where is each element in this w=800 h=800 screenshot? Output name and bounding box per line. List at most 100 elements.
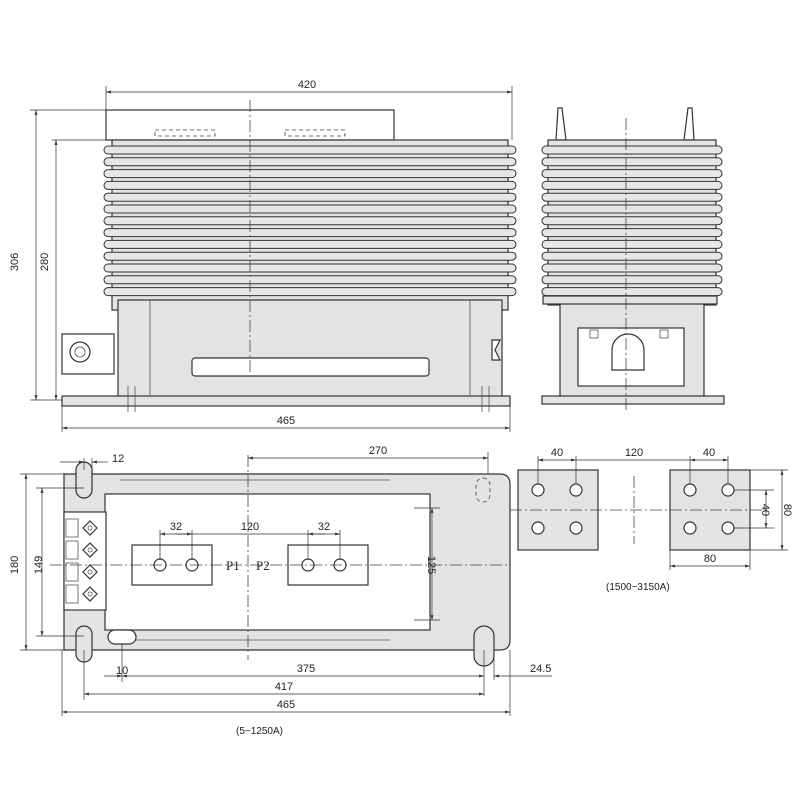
dim-label-120-detail: 120 xyxy=(625,447,643,459)
terminal-block xyxy=(65,518,79,538)
side-insulation-fins xyxy=(541,145,723,297)
base-holes xyxy=(127,386,490,412)
side-fin xyxy=(541,145,723,155)
detail-left-hole-bl xyxy=(531,521,545,535)
dim-label-270: 270 xyxy=(369,445,387,457)
dim-label-417: 417 xyxy=(275,681,293,693)
side-fin xyxy=(541,204,723,214)
terminal-screw xyxy=(82,520,98,536)
side-fin xyxy=(541,192,723,202)
dim-label-180: 180 xyxy=(9,556,21,574)
body-edges xyxy=(149,300,471,395)
front-dimensions: 420 306 280 465 xyxy=(9,79,513,432)
side-fin xyxy=(541,157,723,167)
range-note-small: (5~1250A) xyxy=(236,726,283,737)
dim-label-375: 375 xyxy=(297,663,315,675)
dim-label-32-right: 32 xyxy=(318,521,330,533)
range-note-large: (1500~3150A) xyxy=(606,582,670,593)
dim-label-10: 10 xyxy=(116,665,128,677)
bottom-view: P1 P2 12 270 180 149 32 xyxy=(9,445,552,737)
detail-right-hole-br xyxy=(721,521,735,535)
front-fin xyxy=(103,251,517,261)
terminal-bolt xyxy=(69,341,91,363)
top-hidden-hole-left xyxy=(154,129,216,137)
front-fin xyxy=(103,228,517,238)
hidden-slot-top-right xyxy=(475,477,491,503)
terminal-screw-center xyxy=(87,591,93,597)
top-hidden-hole-right xyxy=(284,129,346,137)
side-terminal-arch xyxy=(611,333,645,371)
front-fin xyxy=(103,239,517,249)
detail-dimensions: 40 40 120 40 80 80 xyxy=(537,447,793,570)
detail-right-hole-bl xyxy=(683,521,697,535)
terminal-screw-center xyxy=(87,569,93,575)
terminal-block xyxy=(65,562,79,582)
front-fin xyxy=(103,204,517,214)
bottom-dimensions: 12 270 180 149 32 32 120 125 xyxy=(9,445,552,716)
dim-label-80-horiz: 80 xyxy=(704,553,716,565)
dim-label-125: 125 xyxy=(425,556,437,574)
terminal-label-p2: P2 xyxy=(256,558,270,573)
terminal-block xyxy=(65,584,79,604)
side-lug-left xyxy=(555,107,567,141)
side-fin xyxy=(541,287,723,297)
front-fin xyxy=(103,216,517,226)
side-lug-right xyxy=(683,107,695,141)
side-fin xyxy=(541,180,723,190)
dim-label-465-front: 465 xyxy=(277,415,295,427)
side-view xyxy=(541,107,725,412)
detail-right-hole-tl xyxy=(683,483,697,497)
side-fin xyxy=(541,263,723,273)
side-fin xyxy=(541,251,723,261)
nameplate-slot xyxy=(191,357,430,377)
dim-label-420: 420 xyxy=(298,79,316,91)
mount-slot-10 xyxy=(107,629,137,645)
detail-left-hole-br xyxy=(569,521,583,535)
terminal-screw xyxy=(82,564,98,580)
detail-left-hole-tr xyxy=(569,483,583,497)
side-fin xyxy=(541,228,723,238)
detail-left-hole-tl xyxy=(531,483,545,497)
side-fin xyxy=(541,275,723,285)
dim-label-280: 280 xyxy=(39,253,51,271)
dim-label-465-bottom: 465 xyxy=(277,699,295,711)
dim-label-306: 306 xyxy=(9,253,21,271)
insulation-fins xyxy=(103,145,517,297)
front-fin xyxy=(103,145,517,155)
dim-label-40-right: 40 xyxy=(703,447,715,459)
side-fin xyxy=(541,239,723,249)
base-plate xyxy=(61,395,511,407)
terminal-screw-center xyxy=(87,525,93,531)
dim-label-32-left: 32 xyxy=(170,521,182,533)
front-fin xyxy=(103,263,517,273)
side-terminal-tab-left xyxy=(589,329,599,339)
terminal-block xyxy=(65,540,79,560)
side-terminal-tab-right xyxy=(659,329,669,339)
side-base xyxy=(541,395,725,405)
front-fin xyxy=(103,169,517,179)
dim-label-149: 149 xyxy=(33,556,45,574)
dim-label-120-bottom: 120 xyxy=(241,521,259,533)
front-fin xyxy=(103,192,517,202)
terminal-screw xyxy=(82,586,98,602)
detail-right-hole-tr xyxy=(721,483,735,497)
dim-label-12: 12 xyxy=(112,453,124,465)
terminal-detail: 40 40 120 40 80 80 (1500~3150A) xyxy=(510,447,793,593)
side-skirt xyxy=(542,295,718,305)
terminal-bolt-inner xyxy=(74,346,86,358)
side-fin xyxy=(541,169,723,179)
front-fin xyxy=(103,287,517,297)
side-fin xyxy=(541,216,723,226)
terminal-screw xyxy=(82,542,98,558)
terminal-label-p1: P1 xyxy=(226,558,240,573)
dim-label-24-5: 24.5 xyxy=(530,663,551,675)
front-fin xyxy=(103,157,517,167)
main-body xyxy=(117,299,503,399)
side-notch xyxy=(491,339,501,361)
dim-label-40-vert: 40 xyxy=(759,504,771,516)
front-fin xyxy=(103,180,517,190)
dim-label-80-vert: 80 xyxy=(781,504,793,516)
front-fin xyxy=(103,275,517,285)
terminal-screw-center xyxy=(87,547,93,553)
